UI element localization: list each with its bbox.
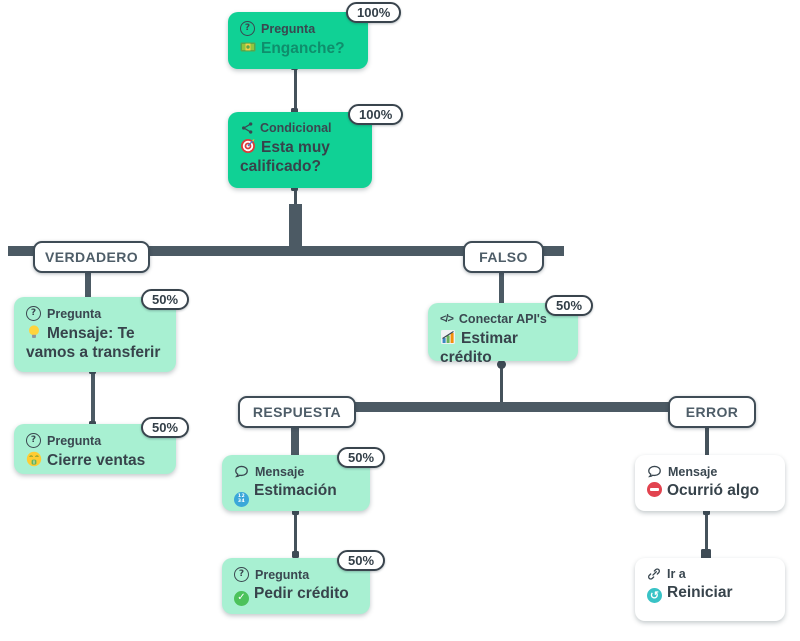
node-title: Estimar crédito (440, 329, 518, 366)
node-title: ↺Reiniciar (647, 584, 773, 604)
connector-respuesta-down (291, 423, 299, 456)
node-title: Mensaje: Te vamos a transferir (26, 324, 161, 361)
connector-transferir-cierre (91, 370, 95, 427)
branch-label-error[interactable]: ERROR (668, 396, 756, 428)
node-title: Esta muy calificado? (240, 138, 330, 175)
share-icon (240, 121, 254, 135)
node-title: Ocurrió algo (647, 482, 773, 501)
branch-label-text: VERDADERO (44, 249, 139, 265)
connector-error-down (705, 423, 709, 456)
branch-label-verdadero[interactable]: VERDADERO (33, 241, 150, 273)
reach-badge-estimacion: 50% (337, 447, 386, 468)
link-icon (647, 567, 661, 581)
node-title: Cierre ventas (26, 451, 164, 471)
node-header: ? Pregunta (26, 306, 164, 321)
node-header: ? Pregunta (234, 567, 358, 582)
branch-label-falso[interactable]: FALSO (463, 241, 544, 273)
connector-condicional-out (294, 186, 297, 208)
connector-api-out (500, 360, 503, 405)
reach-badge-enganche: 100% (346, 2, 402, 23)
flow-node-reiniciar[interactable]: Ir a ↺Reiniciar (635, 558, 785, 621)
flow-node-condicional[interactable]: Condicional Esta muy calificado? (228, 112, 372, 188)
node-header: ? Pregunta (240, 21, 356, 36)
node-title: Enganche? (240, 39, 356, 59)
node-header: Condicional (240, 121, 360, 135)
flow-node-ocurrio[interactable]: Mensaje Ocurrió algo (635, 455, 785, 511)
branch-label-text: RESPUESTA (252, 404, 342, 420)
question-circle-icon: ? (26, 433, 41, 448)
node-type-label: Pregunta (261, 21, 316, 36)
money-mouth-face-emoji (26, 451, 42, 467)
connector-estimacion-pedir (294, 510, 297, 559)
reach-badge-cierre: 50% (141, 417, 190, 438)
node-type-label: Pregunta (47, 433, 102, 448)
port-pedir-top (292, 551, 299, 558)
connector-condicional-trunk (289, 204, 302, 254)
port-reiniciar-top (701, 549, 711, 559)
reach-badge-transferir: 50% (141, 289, 190, 310)
node-type-label: Conectar API's (458, 312, 547, 326)
node-type-label: Condicional (260, 121, 332, 135)
connector-enganche-condicional (294, 68, 297, 112)
node-type-label: Pregunta (47, 306, 102, 321)
node-type-label: Pregunta (255, 567, 310, 582)
flow-node-cierre[interactable]: ? Pregunta Cierre ventas (14, 424, 176, 474)
chat-bubble-icon (234, 464, 249, 479)
flow-node-enganche[interactable]: ? Pregunta Enganche? (228, 12, 368, 69)
no-entry-emoji (647, 482, 662, 497)
port-condicional-top (291, 108, 298, 115)
port-ocurrio-bottom (703, 508, 710, 515)
node-header: Mensaje (647, 464, 773, 479)
bar-chart-emoji (440, 329, 456, 345)
node-type-label: Mensaje (668, 464, 718, 479)
light-bulb-emoji (26, 324, 42, 340)
connector-respuesta-error-bar (240, 402, 755, 412)
code-icon: </> (440, 313, 454, 325)
node-header: </> Conectar API's (440, 312, 566, 326)
reach-badge-pedir: 50% (337, 550, 386, 571)
connector-verdadero-down (85, 268, 91, 299)
chat-bubble-icon (647, 464, 662, 479)
node-type-label: Ir a (667, 567, 686, 581)
node-header: ? Pregunta (26, 433, 164, 448)
branch-label-text: ERROR (685, 404, 739, 420)
question-circle-icon: ? (234, 567, 249, 582)
target-emoji (240, 138, 256, 154)
connector-ocurrio-reiniciar (705, 510, 708, 559)
question-circle-icon: ? (26, 306, 41, 321)
banknote-emoji (240, 39, 256, 55)
node-header: Ir a (647, 567, 773, 581)
port-api-bottom (497, 360, 506, 369)
question-circle-icon: ? (240, 21, 255, 36)
node-type-label: Mensaje (255, 464, 305, 479)
connector-falso-down (499, 268, 504, 304)
node-header: Mensaje (234, 464, 358, 479)
check-mark-emoji: ✓ (234, 590, 249, 606)
connector-true-false-bar (8, 246, 564, 256)
reach-badge-api: 50% (545, 295, 594, 316)
reach-badge-condicional: 100% (348, 104, 404, 125)
arrows-counterclockwise-emoji: ↺ (647, 588, 662, 604)
branch-label-respuesta[interactable]: RESPUESTA (238, 396, 356, 428)
branch-label-text: FALSO (479, 249, 528, 265)
port-estimacion-bottom (292, 508, 299, 515)
node-title: ✓Pedir crédito (234, 585, 358, 606)
